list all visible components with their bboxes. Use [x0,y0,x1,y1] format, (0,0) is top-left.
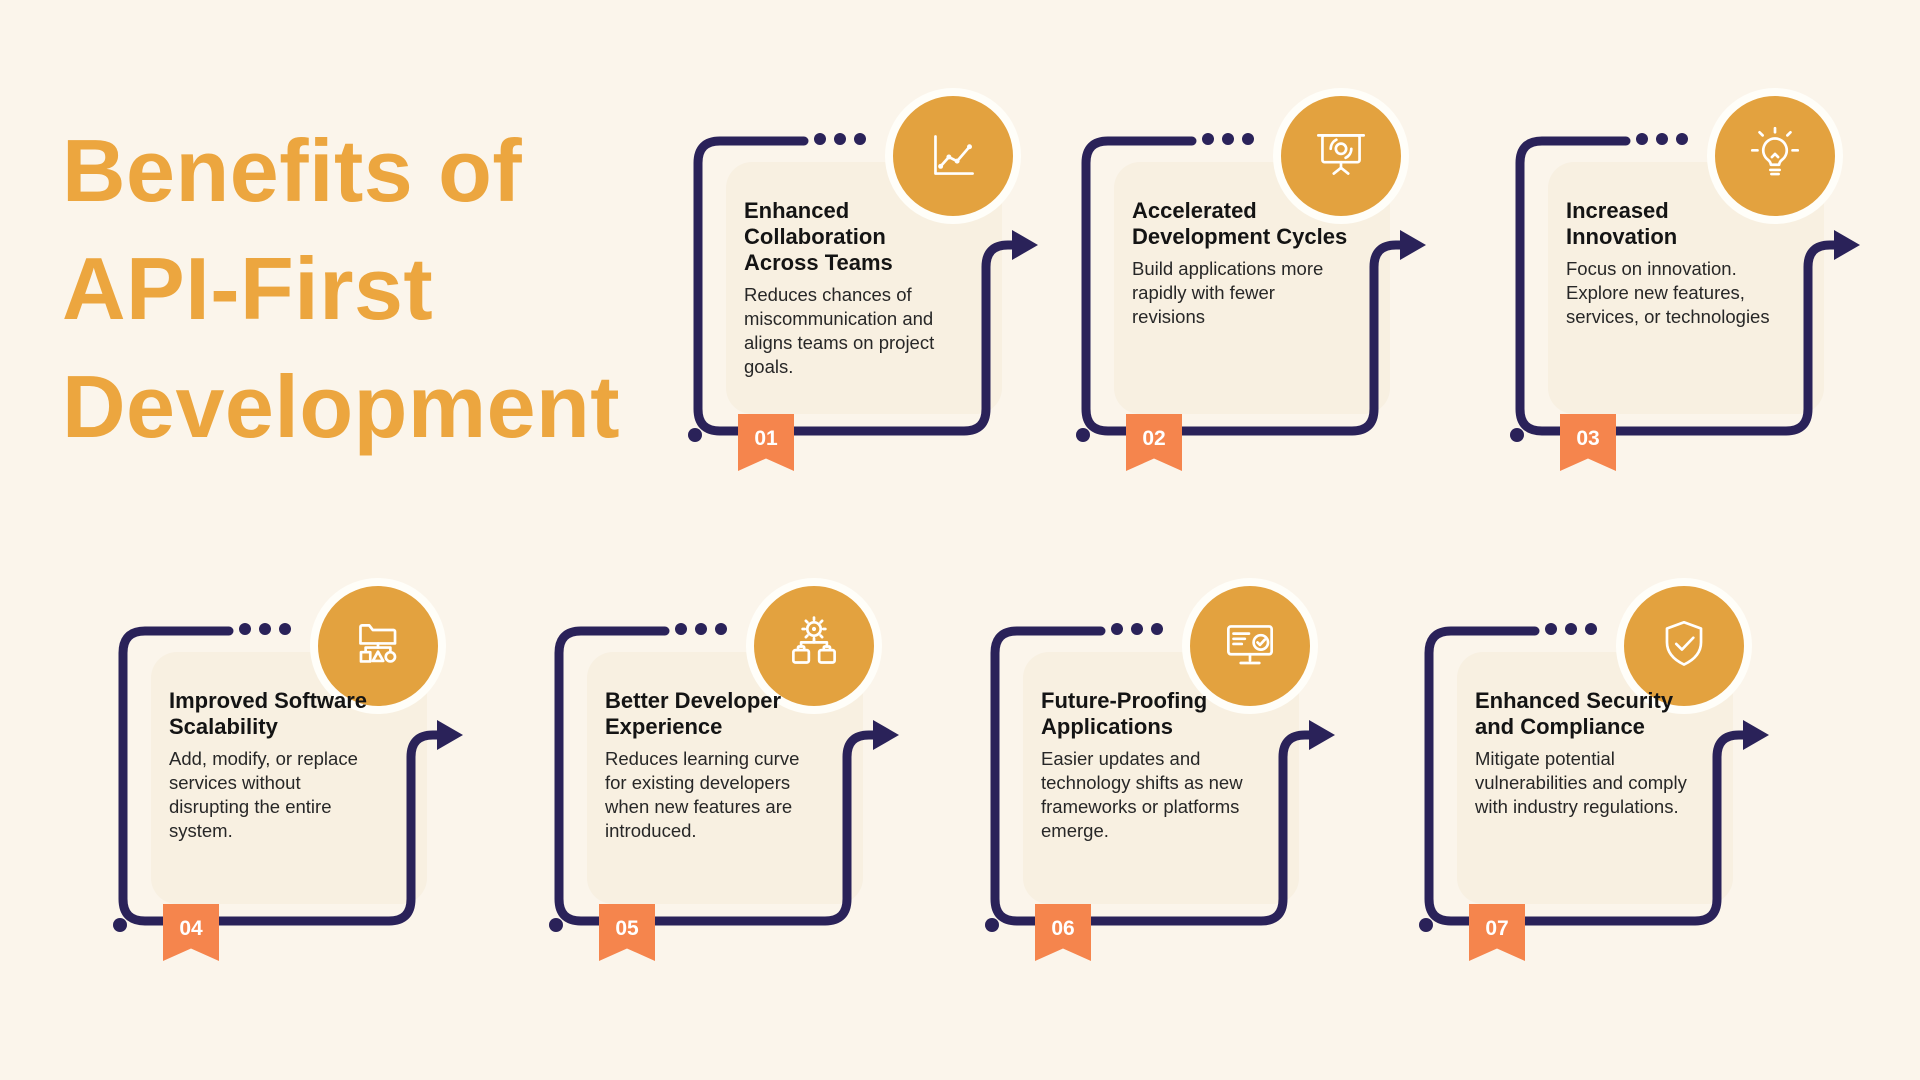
card-title: Improved Software Scalability [169,688,368,739]
card-description: Reduces chances of miscommunication and … [744,283,935,377]
badge-number: 06 [1051,917,1075,940]
card-frame-arrow [985,626,1335,932]
card-text: Enhanced Collaboration Across Teams Redu… [744,198,960,379]
monitor-check-icon [1182,578,1318,714]
card-frame-arrow [1419,626,1769,932]
title-line-1: Benefits of [62,121,523,220]
gear-modules-icon [746,578,882,714]
growth-chart-icon [885,88,1021,224]
card-description: Easier updates and technology shifts as … [1041,747,1243,842]
shield-check-icon [1616,578,1752,714]
card-text: Enhanced Security and Compliance Mitigat… [1475,688,1691,819]
benefit-card-02: Accelerated Development Cycles Build app… [1068,76,1428,471]
card-text: Future-Proofing Applications Easier upda… [1041,688,1257,843]
card-frame-arrow [1076,136,1426,442]
card-description: Reduces learning curve for existing deve… [605,747,800,842]
benefit-card-05: Better Developer Experience Reduces lear… [541,566,901,961]
presentation-gear-icon [1273,88,1409,224]
card-text: Increased Innovation Focus on innovation… [1566,198,1782,329]
folder-hierarchy-icon [310,578,446,714]
card-title: Accelerated Development Cycles [1132,198,1348,249]
benefit-card-07: Enhanced Security and Compliance Mitigat… [1411,566,1771,961]
decorative-dots [814,133,866,145]
title-line-2: API-First [62,238,434,338]
badge-number: 01 [754,427,778,450]
decorative-dots [239,623,291,635]
decorative-dots [1636,133,1688,145]
benefit-card-04: Improved Software Scalability Add, modif… [105,566,465,961]
card-title: Increased Innovation [1566,198,1678,249]
card-title: Enhanced Security and Compliance [1475,688,1674,739]
card-frame-arrow [113,626,463,932]
badge-number: 03 [1576,427,1600,450]
badge-number: 04 [179,917,203,940]
title-line-3: Development [62,356,621,456]
decorative-dots [1202,133,1254,145]
card-description: Add, modify, or replace services without… [169,747,358,842]
card-title: Better Developer Experience [605,688,782,739]
badge-number: 02 [1142,427,1166,450]
card-frame-arrow [1510,136,1860,442]
lightbulb-icon [1707,88,1843,224]
benefit-card-06: Future-Proofing Applications Easier upda… [977,566,1337,961]
benefit-card-03: Increased Innovation Focus on innovation… [1502,76,1862,471]
card-frame-arrow [688,136,1038,442]
card-frame-arrow [549,626,899,932]
card-text: Accelerated Development Cycles Build app… [1132,198,1348,329]
card-text: Improved Software Scalability Add, modif… [169,688,385,843]
card-title: Future-Proofing Applications [1041,688,1208,739]
badge-number: 07 [1485,917,1509,940]
card-description: Focus on innovation. Explore new feature… [1566,257,1770,327]
card-description: Mitigate potential vulnerabilities and c… [1475,747,1687,817]
benefit-card-01: Enhanced Collaboration Across Teams Redu… [680,76,1040,471]
decorative-dots [675,623,727,635]
badge-number: 05 [615,917,639,940]
decorative-dots [1545,623,1597,635]
card-description: Build applications more rapidly with few… [1132,257,1324,327]
card-title: Enhanced Collaboration Across Teams [744,198,893,275]
card-text: Better Developer Experience Reduces lear… [605,688,821,843]
page-title: Benefits of API-First Development [62,112,620,466]
decorative-dots [1111,623,1163,635]
